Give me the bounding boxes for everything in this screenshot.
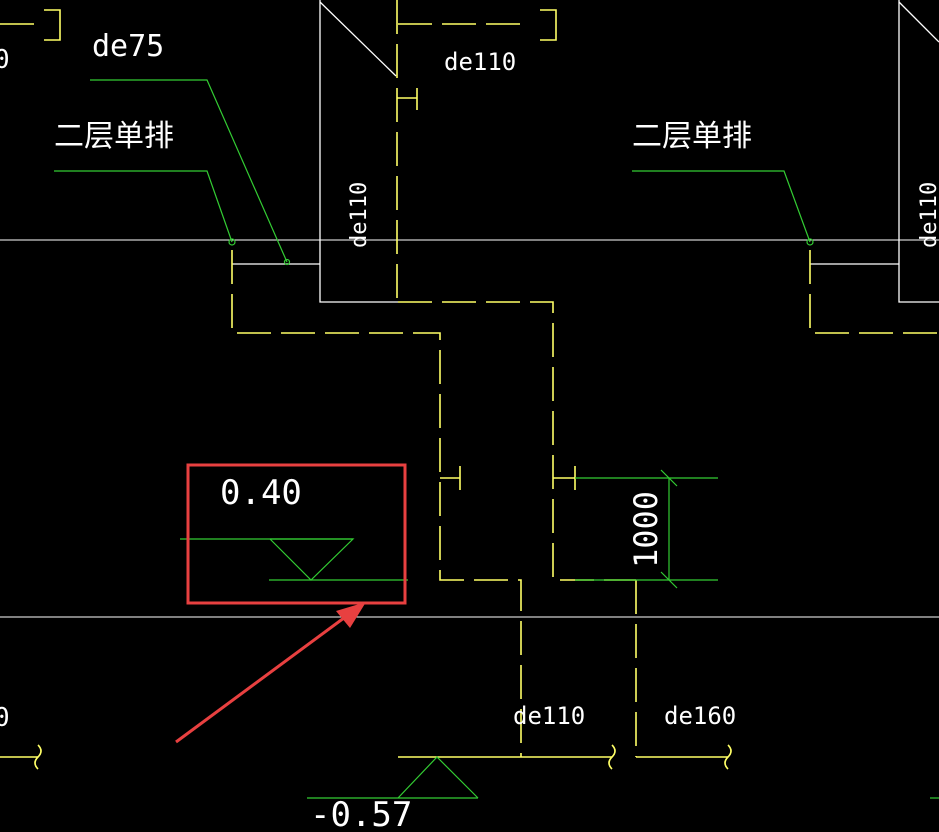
drain-pipes (0, 0, 939, 757)
label-dimension-1000: 1000 (627, 491, 665, 568)
label-floor-note-right: 二层单排 (632, 119, 752, 154)
pipe-right-branch (809, 250, 939, 334)
elevation-040-triangle (269, 538, 355, 581)
leader-de75 (90, 79, 288, 263)
annotation-lines (54, 79, 939, 799)
pipe-cap-right-top (540, 9, 557, 41)
reference-lines (0, 239, 939, 618)
wall-diagonal (319, 1, 397, 77)
label-edge-left-top: 0 (0, 45, 10, 75)
pipe-cap-left-top (44, 9, 61, 41)
dimension-tick-top (660, 469, 678, 487)
leader-floor-left (54, 170, 233, 243)
pipe-solid-pieces (0, 9, 732, 770)
label-de110-bottom: de110 (513, 702, 585, 730)
wall-right-diagonal (898, 1, 939, 43)
wall-outlines (232, 0, 939, 303)
leader-floor-left-dot (228, 238, 236, 246)
pipe-main-right (398, 301, 636, 581)
text-labels: de75 de110 二层单排 二层单排 de110 de110 0.40 10… (0, 29, 939, 832)
label-de110-top: de110 (444, 48, 516, 76)
leader-de75-dot (283, 258, 291, 266)
label-edge-left-bottom: 0 (0, 703, 10, 733)
leader-floor-right-dot (806, 238, 814, 246)
highlight-arrow-head (336, 602, 366, 628)
highlight-box (186, 463, 407, 605)
red-markup (175, 463, 407, 744)
dimension-tick-bottom (660, 571, 678, 589)
highlight-arrow-shaft (175, 610, 353, 744)
label-floor-note-left: 二层单排 (54, 119, 174, 154)
pipe-break-de110 (608, 744, 616, 770)
label-elevation-040: 0.40 (220, 473, 302, 513)
label-de75: de75 (92, 29, 164, 64)
wall-right-column (898, 0, 939, 303)
label-de160: de160 (664, 702, 736, 730)
wall-left-column (319, 0, 398, 303)
pipe-main-left (231, 250, 522, 757)
pipe-break-de160 (724, 744, 732, 770)
label-elevation-057: -0.57 (310, 795, 412, 832)
label-de110-vertical-left: de110 (347, 182, 372, 248)
elevation-057-triangle (397, 756, 479, 799)
label-de110-vertical-right: de110 (917, 182, 939, 248)
pipe-break-left (34, 744, 42, 770)
leader-floor-right (632, 170, 811, 243)
